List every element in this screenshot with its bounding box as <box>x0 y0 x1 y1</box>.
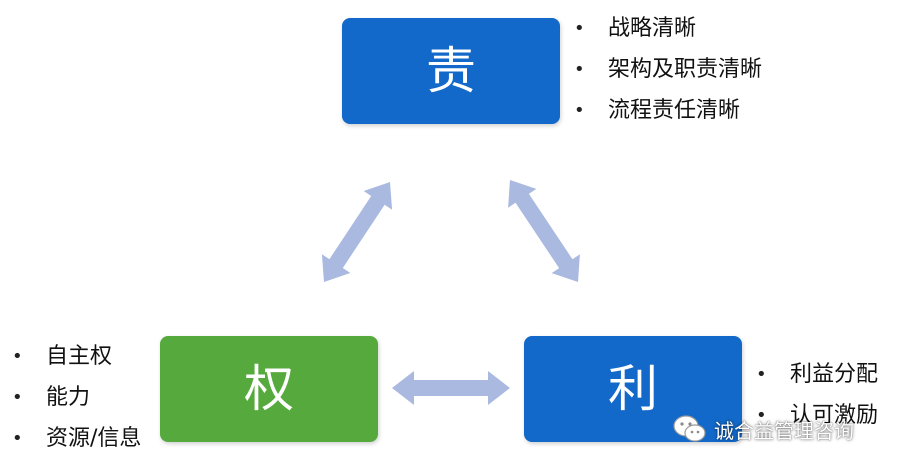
node-li: 利 <box>524 336 742 442</box>
list-item: 架构及职责清晰 <box>574 49 762 90</box>
node-quan-label: 权 <box>244 360 294 418</box>
list-item: 认可激励 <box>756 395 878 436</box>
wechat-icon <box>673 415 706 442</box>
list-item: 战略清晰 <box>574 8 762 49</box>
list-item: 自主权 <box>12 336 141 377</box>
node-quan: 权 <box>160 336 378 442</box>
list-ze: 战略清晰 架构及职责清晰 流程责任清晰 <box>574 8 762 131</box>
node-li-label: 利 <box>608 360 658 418</box>
list-item: 资源/信息 <box>12 418 141 459</box>
list-li: 利益分配 认可激励 <box>756 354 878 436</box>
watermark-text: 诚合益管理咨询 <box>714 418 854 443</box>
list-quan: 自主权 能力 资源/信息 <box>12 336 141 459</box>
list-item: 能力 <box>12 377 141 418</box>
list-item: 流程责任清晰 <box>574 90 762 131</box>
arrow-quan-li <box>392 371 510 405</box>
node-ze-label: 责 <box>426 42 476 100</box>
watermark: 诚合益管理咨询 <box>672 412 854 446</box>
arrow-ze-quan <box>321 182 393 282</box>
node-ze: 责 <box>342 18 560 124</box>
arrow-ze-li <box>508 180 580 282</box>
list-item: 利益分配 <box>756 354 878 395</box>
